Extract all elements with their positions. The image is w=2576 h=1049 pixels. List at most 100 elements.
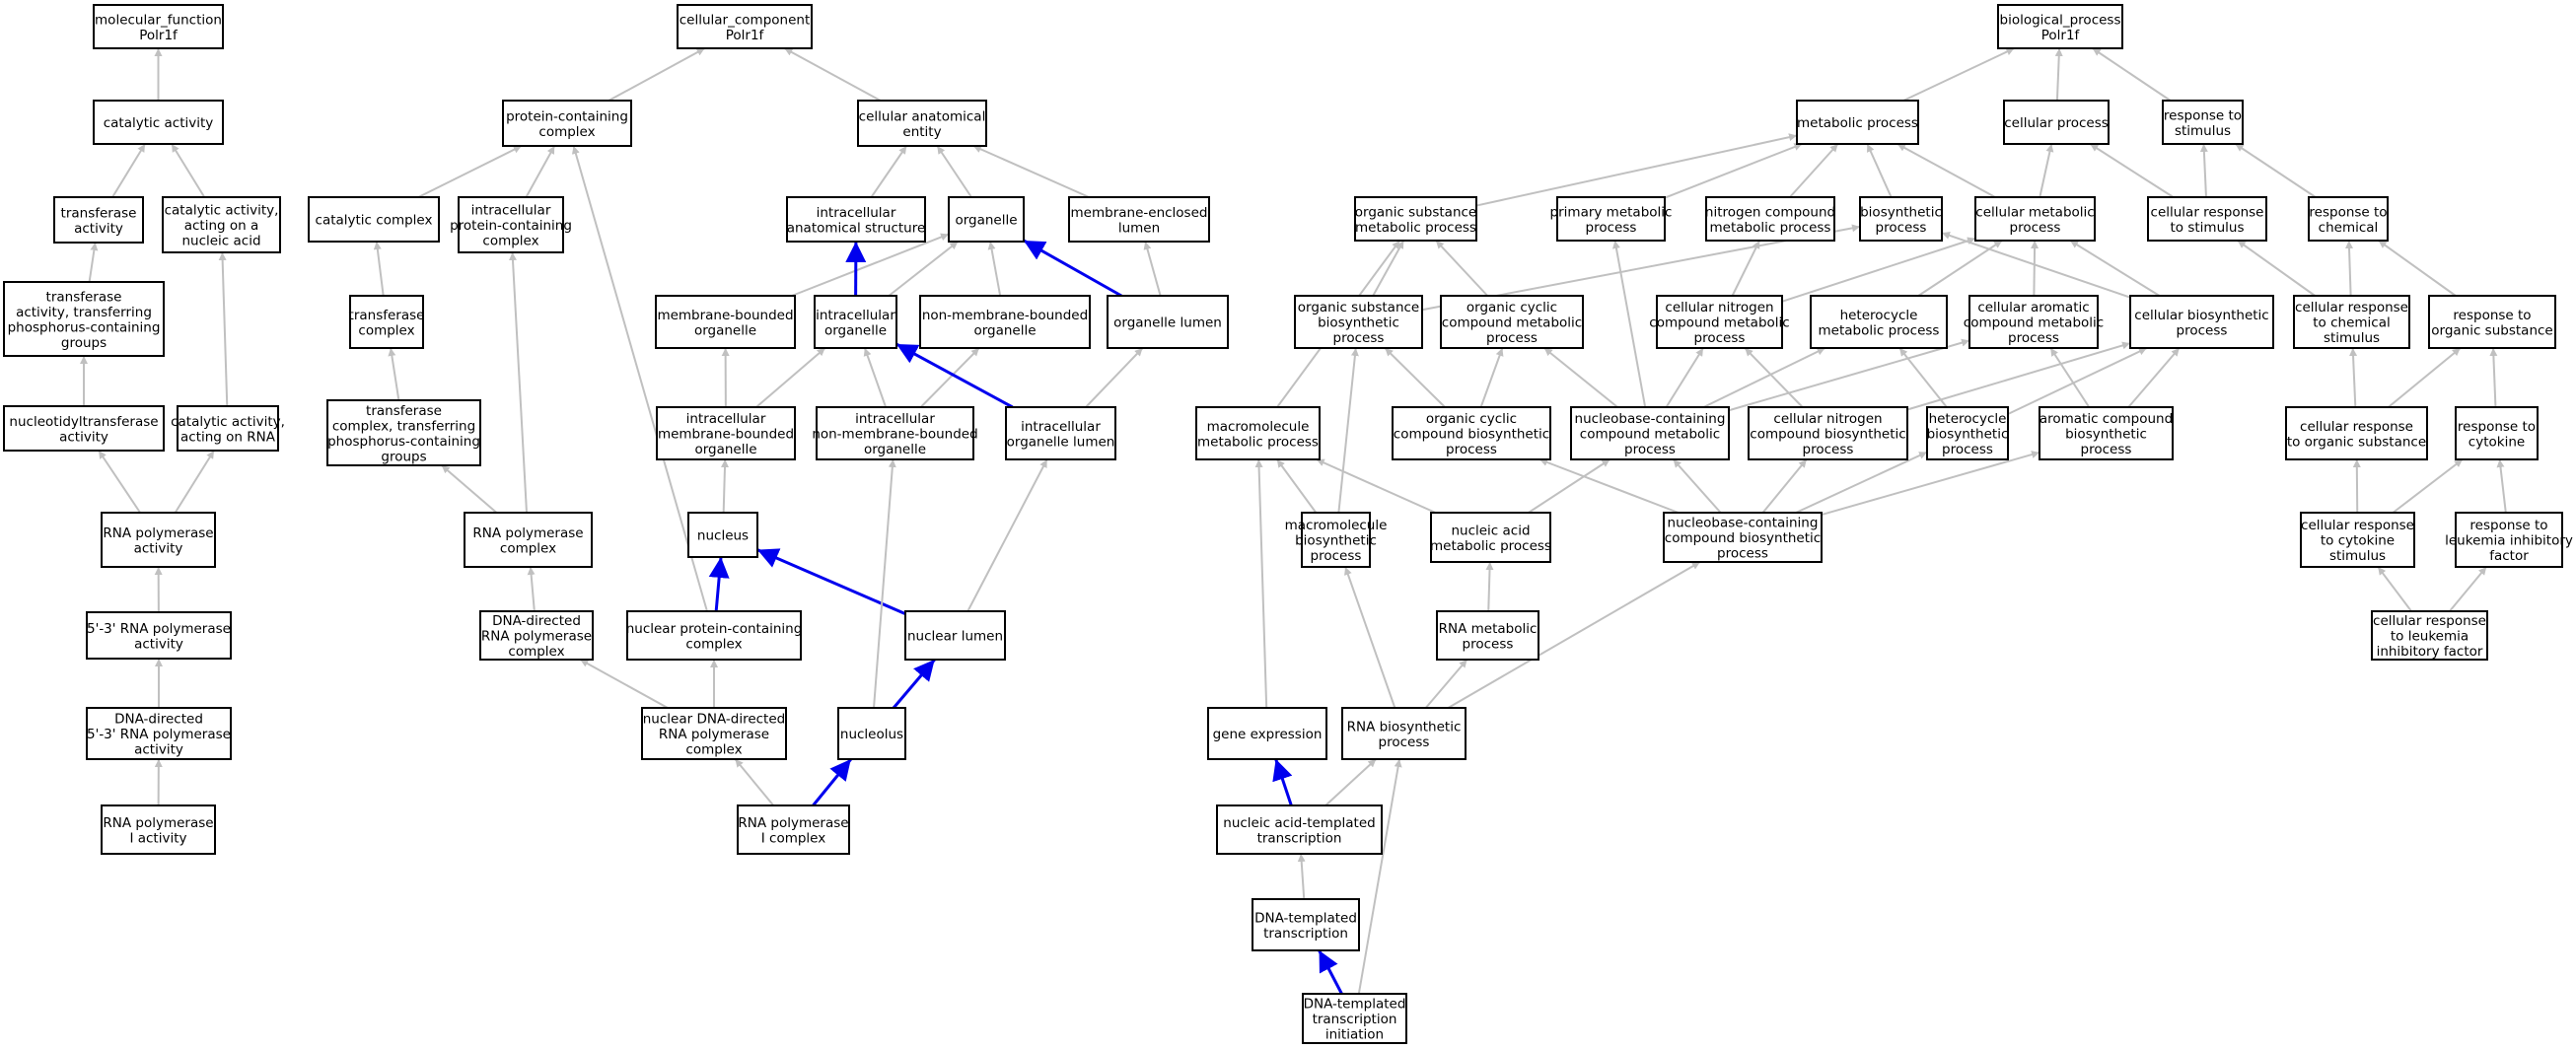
edge-intra_org_lumen-to-organelle_lumen bbox=[1085, 347, 1144, 408]
node-label-line: leukemia inhibitory bbox=[2445, 533, 2573, 549]
node-label-line: transferase bbox=[61, 205, 137, 221]
node-catalytic[interactable]: catalytic activity bbox=[93, 100, 224, 145]
node-label-line: acting on a bbox=[184, 218, 259, 234]
node-metabolic[interactable]: metabolic process bbox=[1796, 100, 1919, 145]
node-label-line: cellular response bbox=[2295, 300, 2408, 315]
node-cellular-process[interactable]: cellular process bbox=[2003, 100, 2110, 145]
edge-cell_nitrogen_bio-to-cell_nitrogen_meta bbox=[1744, 347, 1804, 408]
node-box bbox=[1216, 804, 1383, 855]
edge-membrane_lumen-to-cell_anat bbox=[972, 145, 1090, 198]
node-box bbox=[1195, 406, 1321, 460]
node-nuclear-lumen[interactable]: nuclear lumen bbox=[904, 610, 1006, 661]
node-label-line: molecular_function bbox=[95, 12, 222, 28]
node-label-line: complex bbox=[358, 322, 414, 338]
node-label-line: response to bbox=[2458, 419, 2536, 435]
node-intra-nonmem-org[interactable]: intracellularnon-membrane-boundedorganel… bbox=[812, 406, 978, 460]
node-nucleus[interactable]: nucleus bbox=[687, 512, 758, 558]
node-catalytic-complex[interactable]: catalytic complex bbox=[308, 196, 440, 243]
node-organelle[interactable]: organelle bbox=[948, 196, 1025, 243]
edge-cat_rna-to-cat_nucleic bbox=[218, 251, 229, 407]
node-label-line: transferase bbox=[366, 403, 442, 419]
edge-cell_nitrogen_meta-to-nitrogen_meta bbox=[1731, 240, 1761, 297]
edge-rnapol1_complex-to-nucleolus bbox=[812, 758, 852, 806]
edge-cell_resp_stim-to-response_stimulus bbox=[2199, 143, 2208, 198]
node-box bbox=[86, 707, 232, 760]
edge-org_cyclic_meta-to-org_sub_meta bbox=[1435, 240, 1489, 297]
edge-primary_meta-to-metabolic bbox=[1664, 143, 1803, 199]
node-label-line: compound biosynthetic bbox=[1750, 427, 1905, 443]
edge-cell_resp_chem-to-resp_chem bbox=[2345, 240, 2354, 297]
node-cat-rna[interactable]: catalytic activity,acting on RNA bbox=[171, 405, 285, 452]
node-label-line: intracellular bbox=[686, 411, 766, 427]
node-nucleolus[interactable]: nucleolus bbox=[837, 707, 906, 760]
node-gene-expr[interactable]: gene expression bbox=[1207, 707, 1327, 760]
node-organelle-lumen[interactable]: organelle lumen bbox=[1107, 295, 1229, 349]
node-label-line: non-membrane-bounded bbox=[812, 427, 977, 443]
node-label-line: to leukemia bbox=[2391, 629, 2469, 645]
